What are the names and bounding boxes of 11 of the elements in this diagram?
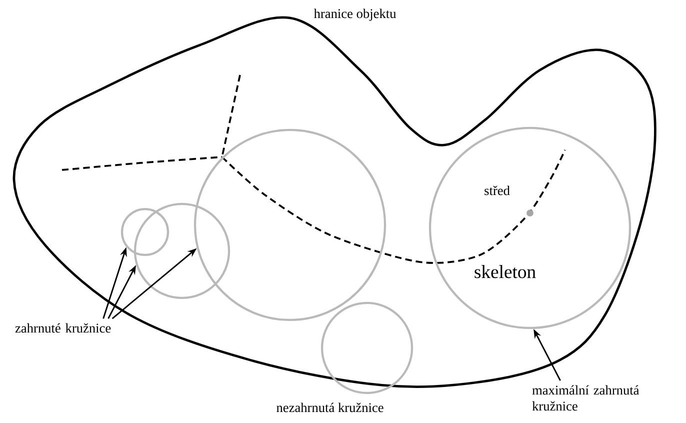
circle: [194, 128, 386, 322]
label: střed: [484, 186, 510, 196]
circle: [428, 126, 632, 330]
circle: [120, 208, 170, 256]
label: hranice objektu: [314, 8, 396, 21]
circle: [320, 302, 414, 394]
label: nezahrnutá kružnice: [276, 402, 384, 412]
circle: [134, 202, 230, 300]
skeleton-label: skeleton: [474, 265, 536, 278]
callout-label: zahrnuté kružnice: [15, 323, 111, 333]
callout-label: maximální zahrnutá kružnice: [532, 385, 640, 411]
